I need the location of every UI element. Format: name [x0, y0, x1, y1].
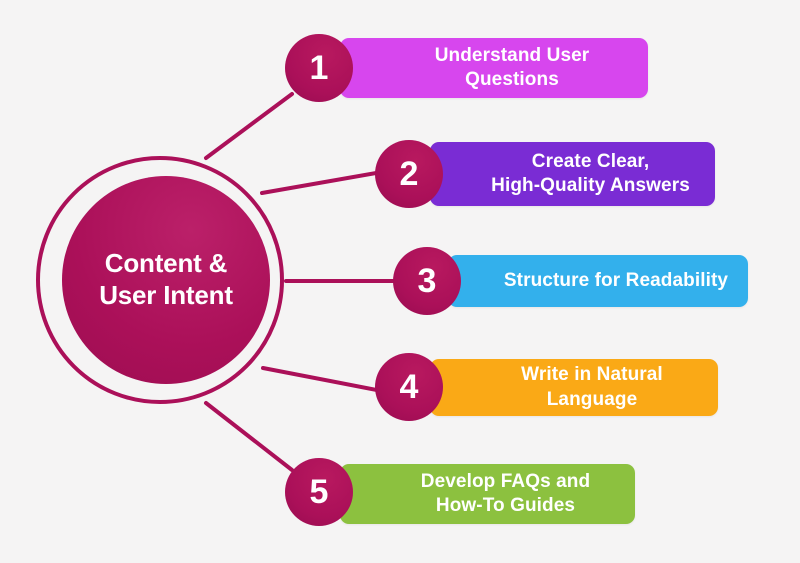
- step-number-3: 3: [417, 262, 437, 300]
- step-number-2: 2: [399, 155, 419, 193]
- step-bar-4[interactable]: Write in Natural Language: [430, 359, 718, 416]
- step-number-4: 4: [399, 368, 419, 406]
- step-label-5: Develop FAQs and How-To Guides: [420, 470, 591, 516]
- step-badge-4[interactable]: 4: [375, 353, 443, 421]
- hub-core[interactable]: Content & User Intent: [62, 176, 270, 384]
- step-number-5: 5: [309, 473, 329, 511]
- connector-line-2: [260, 170, 384, 195]
- step-bar-5[interactable]: Develop FAQs and How-To Guides: [340, 464, 635, 524]
- hub-outer-ring: [36, 156, 284, 404]
- step-bar-1[interactable]: Understand User Questions: [340, 38, 648, 98]
- step-badge-5[interactable]: 5: [285, 458, 353, 526]
- step-badge-2[interactable]: 2: [375, 140, 443, 208]
- step-bar-3[interactable]: Structure for Readability: [448, 255, 748, 307]
- step-label-4: Write in Natural Language: [521, 364, 663, 410]
- step-badge-1[interactable]: 1: [285, 34, 353, 102]
- step-number-1: 1: [309, 49, 329, 87]
- step-label-1: Understand User Questions: [434, 44, 590, 90]
- connector-line-5: [204, 401, 294, 472]
- connector-line-4: [261, 366, 384, 393]
- hub-label: Content & User Intent: [99, 248, 233, 310]
- connector-line-1: [204, 92, 294, 160]
- step-label-3: Structure for Readability: [503, 269, 729, 291]
- step-badge-3[interactable]: 3: [393, 247, 461, 315]
- step-label-2: Create Clear, High-Quality Answers: [491, 150, 690, 196]
- step-bar-2[interactable]: Create Clear, High-Quality Answers: [430, 142, 715, 206]
